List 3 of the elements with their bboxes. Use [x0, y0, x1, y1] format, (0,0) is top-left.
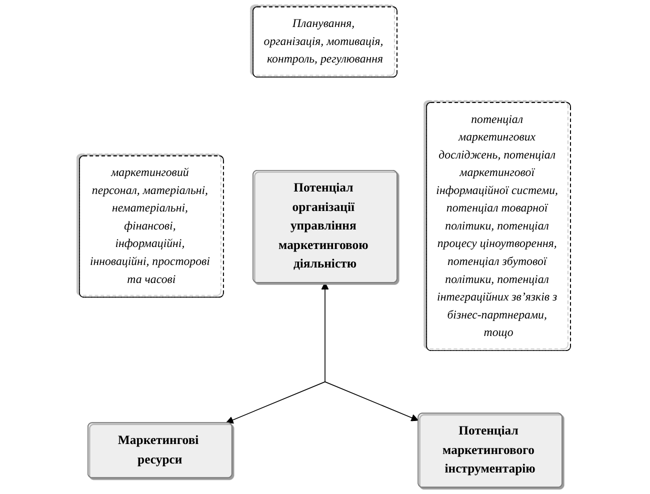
arrow: [321, 282, 329, 382]
arrow: [324, 381, 418, 422]
arrow: [226, 381, 326, 424]
